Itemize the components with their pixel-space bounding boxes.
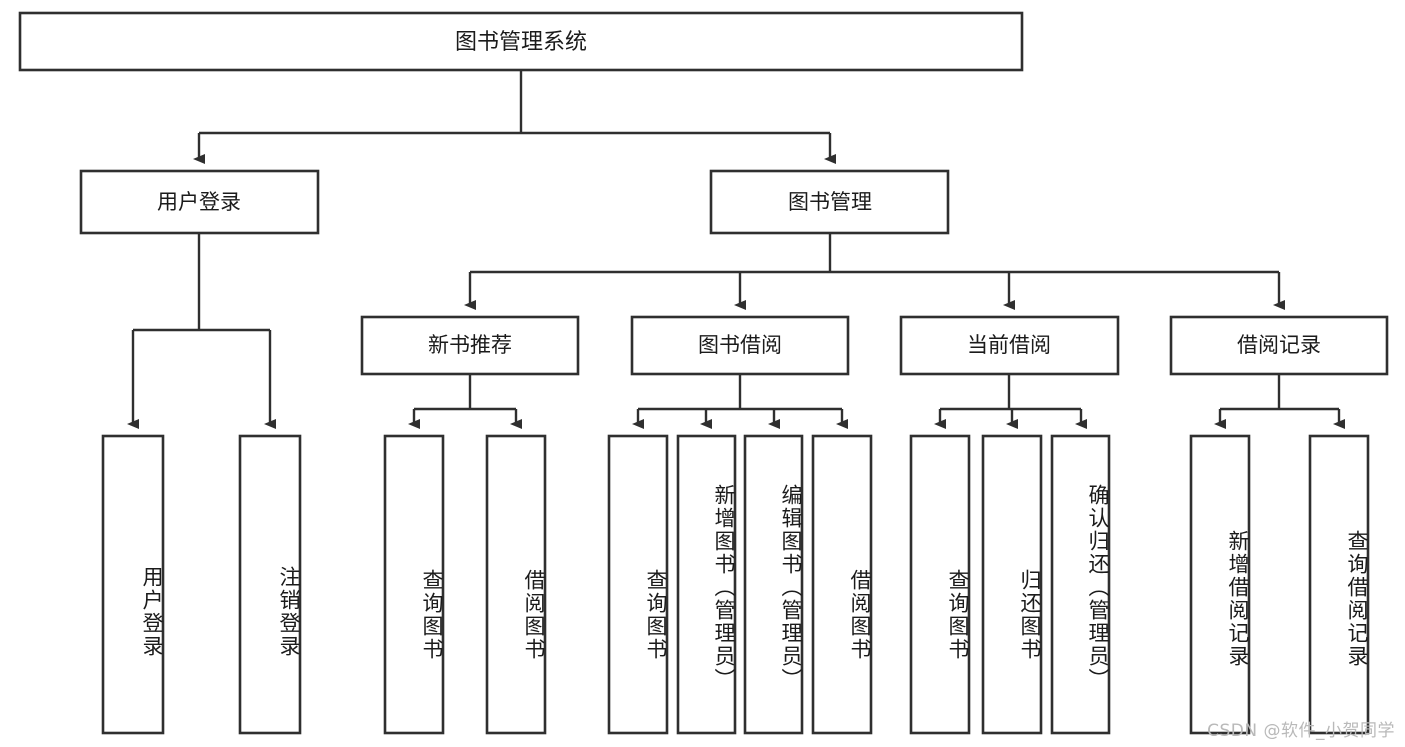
- node-root-box: [18, 11, 1024, 72]
- leaf-box-borrow-book-a[interactable]: [485, 434, 547, 735]
- node-user-login[interactable]: 用户登录: [79, 169, 320, 235]
- connector-group-borrow-record: [1214, 374, 1345, 429]
- connector-group-user-login: [127, 233, 276, 429]
- node-new-book-recommend[interactable]: 新书推荐: [360, 315, 580, 376]
- node-borrow-record-box: [1169, 315, 1389, 376]
- connector-group-book-borrow: [632, 374, 848, 429]
- node-borrow-record[interactable]: 借阅记录: [1169, 315, 1389, 376]
- node-new-book-recommend-box: [360, 315, 580, 376]
- connector-group-current-borrow: [934, 374, 1087, 429]
- leaf-box-logout[interactable]: [238, 434, 302, 735]
- node-book-borrow-box: [630, 315, 850, 376]
- node-book-borrow[interactable]: 图书借阅: [630, 315, 850, 376]
- node-user-login-label: 用户登录: [157, 190, 241, 214]
- leaf-box-edit-book[interactable]: [743, 434, 804, 735]
- node-new-book-recommend-label: 新书推荐: [428, 333, 512, 357]
- leaf-box-query-book-a[interactable]: [383, 434, 445, 735]
- node-book-management-box: [709, 169, 950, 235]
- watermark-csdn: CSDN @软件_小贺同学: [1207, 721, 1395, 741]
- leaf-box-query-book-c[interactable]: [909, 434, 971, 735]
- node-book-management-label: 图书管理: [788, 190, 872, 214]
- node-borrow-record-label: 借阅记录: [1237, 333, 1321, 357]
- leaf-box-query-book-b[interactable]: [607, 434, 669, 735]
- node-root-system[interactable]: 图书管理系统: [18, 11, 1024, 72]
- node-book-borrow-label: 图书借阅: [698, 333, 782, 357]
- node-current-borrow-box: [899, 315, 1120, 376]
- leaf-box-query-record[interactable]: [1308, 434, 1370, 735]
- node-current-borrow-label: 当前借阅: [967, 333, 1051, 357]
- leaf-box-confirm-return[interactable]: [1050, 434, 1111, 735]
- node-book-management[interactable]: 图书管理: [709, 169, 950, 235]
- leaf-box-return-book[interactable]: [981, 434, 1043, 735]
- node-root-label: 图书管理系统: [455, 30, 587, 55]
- connector-group-new-book-rec: [408, 374, 522, 429]
- leaf-box-add-book[interactable]: [676, 434, 737, 735]
- node-current-borrow[interactable]: 当前借阅: [899, 315, 1120, 376]
- leaf-box-add-record[interactable]: [1189, 434, 1251, 735]
- connector-group-root: [193, 70, 836, 164]
- node-user-login-box: [79, 169, 320, 235]
- leaf-boxes: [101, 434, 1370, 735]
- leaf-box-borrow-book-b[interactable]: [811, 434, 873, 735]
- leaf-box-user-login[interactable]: [101, 434, 165, 735]
- connector-group-book-mgmt: [464, 233, 1285, 310]
